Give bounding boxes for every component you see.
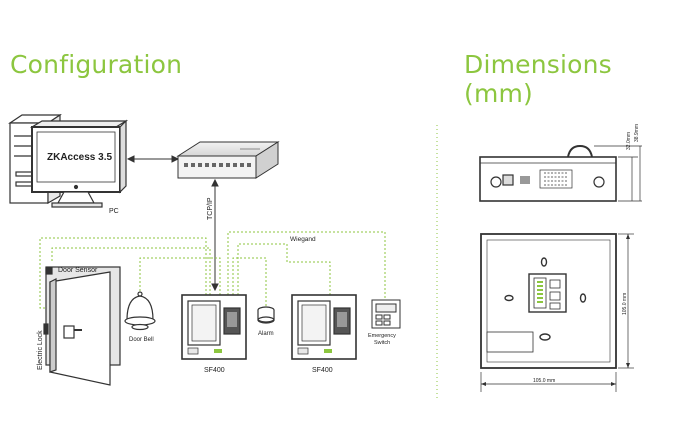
device-side-view <box>479 144 617 202</box>
dimensions-heading: Dimensions (mm) <box>464 50 612 108</box>
electric-lock-label: Electric Lock <box>37 330 44 370</box>
tcpip-link <box>211 178 219 292</box>
door <box>43 266 121 386</box>
wiegand-label: Wiegand <box>290 236 316 243</box>
emergency-switch-label-line2: Switch <box>374 340 390 346</box>
height-1-label: 32.0mm <box>626 132 632 150</box>
sf400-reader-1 <box>181 294 247 360</box>
alarm-label: Alarm <box>258 331 274 337</box>
pc-software-label: ZKAccess 3.5 <box>47 152 112 163</box>
width-total-label: 105.0 mm <box>533 378 555 384</box>
configuration-heading: Configuration <box>10 50 183 79</box>
pc-monitor <box>29 119 129 208</box>
front-dimension-lines <box>480 233 634 392</box>
door-bell-icon <box>124 291 156 331</box>
height-dimension-lines <box>594 145 642 202</box>
tcpip-label: TCP/IP <box>207 197 214 220</box>
device-front-view <box>480 233 617 369</box>
door-sensor-label: Door Sensor <box>58 267 98 274</box>
height-total-label: 105.0 mm <box>622 293 628 315</box>
emergency-switch-icon <box>371 299 401 329</box>
emergency-switch-label-line1: Emergency <box>368 333 396 339</box>
pc-label: PC <box>109 208 119 215</box>
reader-2-label: SF400 <box>312 367 333 374</box>
alarm-icon <box>257 306 275 324</box>
network-switch <box>176 141 280 179</box>
door-bell-label: Door Bell <box>129 337 154 343</box>
sf400-reader-2 <box>291 294 357 360</box>
pc-switch-link <box>126 155 180 163</box>
wiring <box>39 231 386 309</box>
reader-1-label: SF400 <box>204 367 225 374</box>
height-2-label: 38.9mm <box>634 124 640 142</box>
